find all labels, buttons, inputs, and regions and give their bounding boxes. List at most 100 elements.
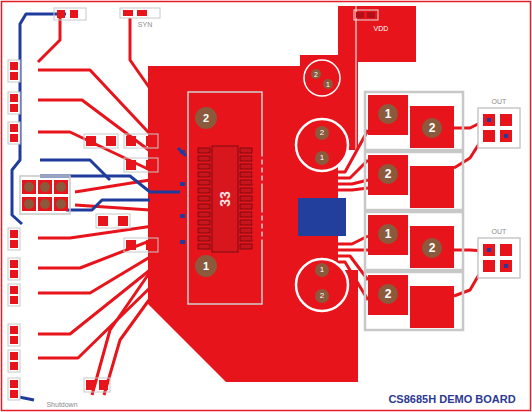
- amplifier-chip: [195, 255, 217, 277]
- bottom-layer-trace: [178, 148, 186, 156]
- input-connector: [20, 176, 70, 214]
- jumper-connector: [10, 270, 18, 278]
- smd-component: [84, 378, 110, 392]
- input-connector: [38, 180, 52, 194]
- pad-number: 2: [385, 288, 392, 300]
- pad-number: 2: [314, 71, 318, 78]
- copper-pour: [148, 6, 416, 382]
- vdd-connector: [354, 10, 378, 20]
- input-connector: [40, 199, 50, 209]
- bottom-layer-trace: [40, 160, 110, 180]
- jumper-connector: [10, 104, 18, 112]
- smd-component: [124, 158, 158, 172]
- jumper-connector: [10, 362, 18, 370]
- jumper-connector: [8, 284, 20, 306]
- signal-trace: [38, 14, 60, 62]
- input-connector: [40, 182, 50, 192]
- silkscreen-line: [356, 6, 357, 150]
- jumper-connector: [8, 324, 20, 346]
- amplifier-chip: [240, 204, 252, 209]
- amplifier-chip: [240, 236, 252, 241]
- amplifier-chip: [180, 214, 185, 218]
- smd-component: [118, 216, 128, 226]
- smd-component: [96, 214, 130, 228]
- output-connector: [504, 264, 508, 268]
- signal-trace: [38, 245, 186, 293]
- capacitor-outline: [315, 151, 329, 165]
- jumper-connector: [8, 378, 20, 400]
- smd-component: [84, 378, 110, 392]
- pad-number: 2: [203, 113, 209, 124]
- inductor-footprint: [365, 92, 463, 150]
- capacitor-outline: [315, 263, 329, 277]
- header-connector: [54, 8, 160, 20]
- output-connector: [483, 130, 495, 142]
- jumper-connector: [8, 92, 20, 114]
- amplifier-chip: [240, 188, 252, 193]
- jumper-connector: [10, 336, 18, 344]
- jumper-connector: [8, 228, 20, 250]
- capacitor-outline: [323, 79, 333, 89]
- smd-component: [86, 136, 96, 146]
- amplifier-chip: [240, 228, 252, 233]
- inductor-footprint: [365, 152, 463, 210]
- smd-component: [146, 136, 156, 146]
- inductor-footprint: [368, 215, 408, 255]
- vdd-connector: [356, 12, 364, 18]
- input-connector: [24, 199, 34, 209]
- amplifier-chip: [198, 148, 210, 153]
- jumper-connector: [8, 92, 20, 114]
- signal-trace: [104, 282, 162, 395]
- jumper-connector: [10, 62, 18, 70]
- header-connector: [54, 8, 86, 20]
- connector-label: OUT: [492, 98, 507, 105]
- signal-trace: [130, 18, 186, 140]
- jumper-connector: [10, 240, 18, 248]
- capacitor-outline: [304, 60, 340, 96]
- amplifier-chip: [198, 220, 210, 225]
- smd-component: [146, 160, 156, 170]
- header-connector: [70, 10, 78, 18]
- capacitor-outline: [304, 60, 340, 96]
- capacitor-outline: [296, 119, 348, 311]
- smd-component: [124, 134, 158, 148]
- pad-number: 1: [320, 266, 324, 274]
- output-connector: [500, 130, 512, 142]
- chip-pin-count: 33: [218, 191, 232, 207]
- output-connector: [483, 114, 495, 126]
- capacitor-outline: [315, 289, 329, 303]
- input-connector: [56, 199, 66, 209]
- output-connector: [483, 260, 495, 272]
- inductor-footprint: [422, 118, 442, 138]
- pad-number: 2: [429, 122, 436, 134]
- jumper-connector: [10, 390, 18, 398]
- amplifier-chip: [198, 204, 210, 209]
- output-connector: [487, 118, 491, 122]
- capacitor-outline: [315, 126, 329, 140]
- inductor-footprint: [365, 212, 463, 270]
- amplifier-chip: [198, 236, 210, 241]
- output-connector: [483, 244, 495, 256]
- output-trace: [252, 182, 368, 190]
- inductor-footprint: [378, 164, 398, 184]
- amplifier-chip: [198, 188, 210, 193]
- jumper-connector: [8, 60, 20, 82]
- bottom-layer-trace: [66, 200, 150, 210]
- smd-component: [146, 240, 156, 250]
- inductor-footprint: [368, 95, 408, 135]
- bottom-layer-trace: [12, 14, 186, 400]
- output-connector: [500, 114, 512, 126]
- inductor-footprint: [365, 92, 463, 330]
- board-title: CS8685H DEMO BOARD: [388, 394, 515, 405]
- inductor-footprint: [410, 286, 454, 328]
- smd-component: [124, 158, 158, 172]
- jumper-connector: [10, 124, 18, 132]
- inductor-footprint: [410, 166, 454, 208]
- jumper-connector: [8, 60, 20, 400]
- pad-number: 2: [385, 168, 392, 180]
- jumper-connector: [8, 378, 20, 400]
- inductor-footprint: [378, 104, 398, 124]
- amplifier-chip: [198, 172, 210, 177]
- pad-number: 2: [429, 242, 436, 254]
